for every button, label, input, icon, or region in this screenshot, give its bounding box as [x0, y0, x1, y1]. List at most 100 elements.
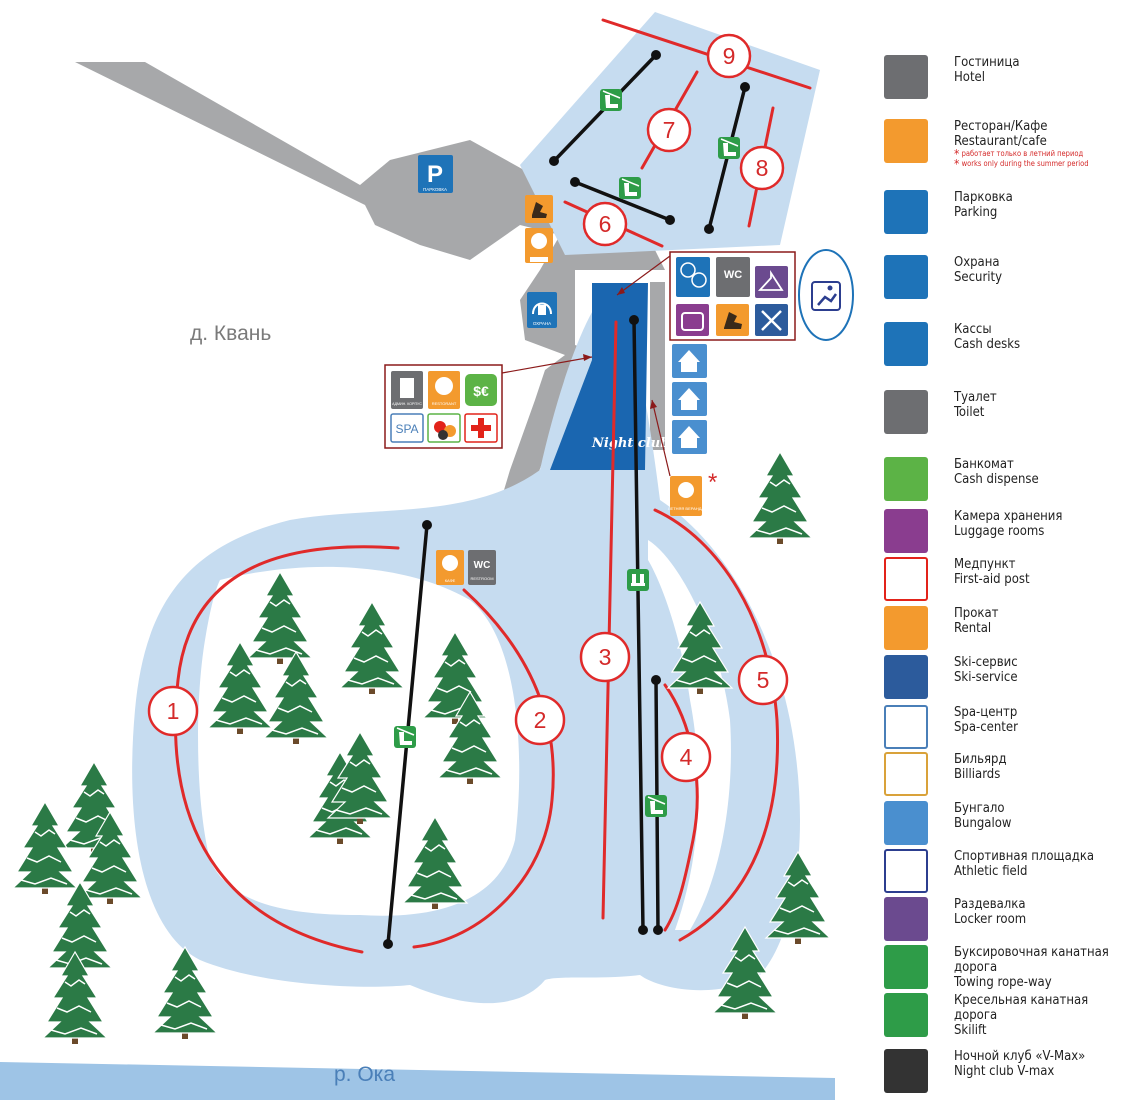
bungalow-icon: [672, 382, 707, 416]
cafe-icon: [525, 228, 553, 263]
resort-map: Night club V-max: [0, 12, 854, 1100]
legend-label-ru: Прокат: [954, 606, 999, 621]
hotel-icon: АДМИН. КОРПУС: [391, 371, 423, 409]
towing-lift-icon: [599, 88, 623, 112]
night-club-building: [550, 283, 648, 470]
legend-label-ru: Spa-центр: [954, 705, 1018, 720]
legend-label-en: Luggage rooms: [954, 524, 1045, 539]
towing-lift-icon: [393, 725, 417, 749]
atm-icon: $€: [465, 374, 497, 406]
parking-icon: [884, 190, 928, 234]
legend-label-en: Locker room: [954, 912, 1027, 927]
piste-number: 2: [534, 707, 547, 733]
legend-label-ru: Медпункт: [954, 557, 1016, 572]
legend-label-ru: Раздевалка: [954, 897, 1026, 912]
chairlift-icon: [884, 993, 928, 1037]
legend-label-en: Ski-service: [954, 670, 1018, 685]
legend-note-en: * works only during the summer period: [954, 157, 1089, 171]
slope-gap: [648, 540, 731, 930]
legend-label-ru: Туалет: [954, 390, 997, 405]
cash-desk-icon: [676, 257, 710, 297]
luggage-icon: [676, 304, 709, 336]
legend-label-en: Restaurant/cafe: [954, 134, 1047, 149]
lift-b: [632, 318, 645, 932]
legend-label-ru: Буксировочная канатная дорога: [954, 945, 1109, 975]
spa-icon: SPA: [390, 413, 424, 443]
ski-service-icon: [755, 304, 788, 336]
legend-label-en: Night club V-max: [954, 1064, 1055, 1079]
legend-label-en: Cash desks: [954, 337, 1021, 352]
svg-text:WC: WC: [724, 269, 742, 281]
rental-icon: [525, 195, 553, 223]
legend-label-en: Athletic field: [954, 864, 1028, 879]
piste-number: 1: [167, 698, 180, 724]
legend-label-ru: Бунгало: [954, 801, 1005, 816]
locker-room-icon: [884, 897, 928, 941]
svg-text:АДМИН. КОРПУС: АДМИН. КОРПУС: [392, 402, 422, 406]
legend-label-en: Toilet: [954, 405, 985, 420]
legend-label-en: Security: [954, 270, 1003, 285]
legend-label-en: Rental: [954, 621, 992, 636]
legend-label-ru: Банкомат: [954, 457, 1014, 472]
luggage-icon: [884, 509, 928, 553]
hotel-icon: [884, 55, 928, 99]
billiards-icon: [427, 413, 461, 443]
legend-label-ru: Охрана: [954, 255, 1000, 270]
athletic-field-icon: [811, 281, 841, 311]
svg-text:ПАРКОВКА: ПАРКОВКА: [423, 187, 447, 192]
locker-room-icon: [755, 266, 788, 298]
village-label: д. Квань: [190, 322, 272, 345]
piste-number: 8: [756, 155, 769, 181]
towing-lift-icon: [618, 176, 642, 200]
bungalow-icon: [884, 801, 928, 845]
restaurant-icon: [884, 119, 928, 163]
rental-icon: [716, 304, 749, 336]
ski-service-icon: [884, 655, 928, 699]
towing-lift-icon: [717, 136, 741, 160]
legend-label-en: Hotel: [954, 70, 985, 85]
billiards-icon: [884, 752, 928, 796]
piste-number: 6: [599, 211, 612, 237]
legend-item: Ночной клуб «V-Max»Night club V-max: [884, 1049, 1124, 1097]
legend-label-ru: Камера хранения: [954, 509, 1063, 524]
toilet-icon: [884, 390, 928, 434]
rental-icon: [884, 606, 928, 650]
svg-text:ЛЕТНЯЯ ВЕРАНДА: ЛЕТНЯЯ ВЕРАНДА: [668, 506, 705, 511]
pointer-line: [616, 255, 671, 296]
first-aid-icon: [884, 557, 928, 601]
legend-label-en: Billiards: [954, 767, 1001, 782]
legend-label-ru: Парковка: [954, 190, 1013, 205]
wc-icon: WC RESTROOM: [468, 550, 496, 585]
chairlift-icon: [627, 569, 649, 591]
summer-asterisk: *: [708, 469, 717, 496]
piste-2-line: [412, 588, 555, 949]
summer-veranda-icon: ЛЕТНЯЯ ВЕРАНДА: [668, 476, 705, 516]
athletic-field-icon: [884, 849, 928, 893]
river-label: р. Ока: [334, 1063, 396, 1086]
towing-ropeway-icon: [884, 945, 928, 989]
svg-text:RESTORANT: RESTORANT: [432, 401, 457, 406]
piste-4-line: [663, 683, 699, 932]
piste-number: 5: [757, 667, 770, 693]
road: [75, 62, 665, 540]
cafe-icon: КАФЕ: [436, 550, 464, 585]
legend-label-ru: Гостиница: [954, 55, 1020, 70]
legend-label-en: Towing rope-way: [954, 975, 1052, 990]
legend-label-en: Bungalow: [954, 816, 1012, 831]
svg-text:P: P: [427, 161, 443, 188]
svg-text:ОХРАНА: ОХРАНА: [533, 321, 551, 326]
